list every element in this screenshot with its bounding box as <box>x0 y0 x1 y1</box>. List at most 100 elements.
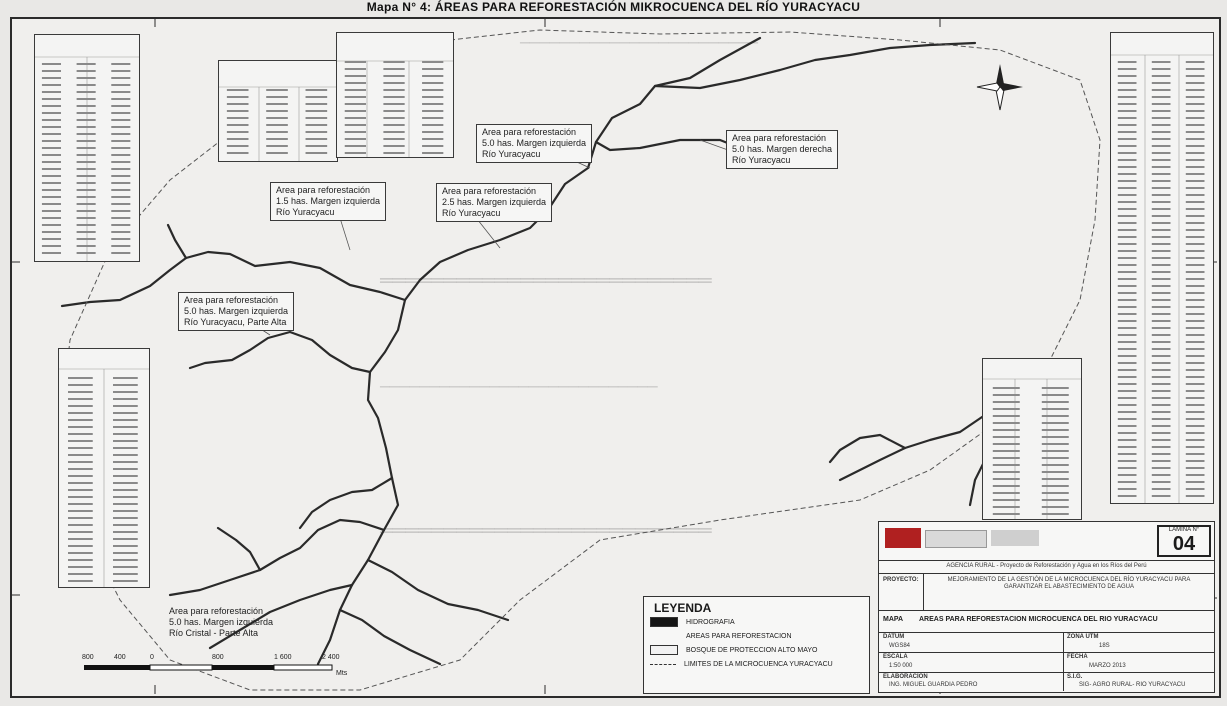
tributary <box>216 526 262 572</box>
table-cell-mark <box>1185 201 1205 203</box>
table-cell-mark <box>1117 467 1137 469</box>
table-cell-mark <box>1185 383 1205 385</box>
table-cell-mark <box>1185 460 1205 462</box>
map-legend: LEYENDA HIDROGRAFIA AREAS PARA REFORESTA… <box>643 596 870 694</box>
table-cell-mark <box>68 377 93 379</box>
table-cell-mark <box>1041 429 1069 431</box>
table-cell-mark <box>305 152 328 154</box>
table-cell-mark <box>111 154 131 156</box>
table-cell-mark <box>68 559 93 561</box>
table-cell-mark <box>422 117 444 119</box>
table-cell-mark <box>1185 299 1205 301</box>
table-cell-mark <box>1117 334 1137 336</box>
table-cell-mark <box>383 75 405 77</box>
table-cell-mark <box>1151 404 1171 406</box>
table-cell-mark <box>1151 138 1171 140</box>
table-cell-mark <box>68 566 93 568</box>
table-cell-mark <box>1151 68 1171 70</box>
table-cell-mark <box>113 489 138 491</box>
table-cell-mark <box>113 517 138 519</box>
table-cell-mark <box>1185 390 1205 392</box>
table-cell-mark <box>111 238 131 240</box>
table-cell-mark <box>113 545 138 547</box>
table-cell-mark <box>1117 432 1137 434</box>
map-label: MAPA <box>883 616 904 623</box>
table-cell-mark <box>1041 415 1069 417</box>
reforestation-callout: Area para reforestación 5.0 has. Margen … <box>476 124 593 163</box>
table-cell-mark <box>113 454 138 456</box>
table-cell-mark <box>1185 215 1205 217</box>
table-cell-mark <box>1185 194 1205 196</box>
table-cell-mark <box>113 510 138 512</box>
legend-swatch <box>650 645 678 655</box>
table-cell-mark <box>992 457 1020 459</box>
table-cell-mark <box>1151 313 1171 315</box>
callout-line: Area para reforestación <box>276 185 371 195</box>
table-cell-mark <box>41 252 61 254</box>
table-cell-mark <box>1151 159 1171 161</box>
table-cell-mark <box>1185 103 1205 105</box>
title-block-header: LAMINA N° 04 <box>879 522 1214 561</box>
table-cell-mark <box>1185 320 1205 322</box>
table-cell-mark <box>266 131 288 133</box>
table-cell-mark <box>68 398 93 400</box>
table-cell-mark <box>1185 467 1205 469</box>
table-cell-mark <box>1117 320 1137 322</box>
scale-label: 2 400 <box>322 654 340 661</box>
table-cell-mark <box>1185 369 1205 371</box>
table-cell-mark <box>422 89 444 91</box>
table-cell-mark <box>113 398 138 400</box>
table-cell-mark <box>1185 117 1205 119</box>
table-cell-mark <box>305 117 328 119</box>
coordinate-table <box>58 348 150 588</box>
table-cell-mark <box>383 82 405 84</box>
table-cell-mark <box>422 75 444 77</box>
table-cell-mark <box>113 573 138 575</box>
table-cell-mark <box>113 482 138 484</box>
table-cell-mark <box>422 138 444 140</box>
callout-line: Río Yuracyacu, Parte Alta <box>184 317 287 327</box>
callout-line: Area para reforestación <box>442 186 537 196</box>
table-cell-mark <box>76 98 96 100</box>
table-cell-mark <box>111 196 131 198</box>
table-cell-mark <box>1117 152 1137 154</box>
table-cell-mark <box>111 140 131 142</box>
table-cell-mark <box>68 412 93 414</box>
table-cell-mark <box>1151 397 1171 399</box>
legend-swatch <box>650 617 678 627</box>
table-cell-mark <box>1151 432 1171 434</box>
table-cell-mark <box>1117 327 1137 329</box>
table-cell-mark <box>76 189 96 191</box>
table-cell-mark <box>111 252 131 254</box>
table-cell-mark <box>422 131 444 133</box>
table-cell-mark <box>1117 481 1137 483</box>
table-cell-mark <box>41 217 61 219</box>
table-cell-mark <box>344 61 366 63</box>
table-cell-mark <box>1151 390 1171 392</box>
tributary <box>338 608 442 666</box>
table-cell-mark <box>1151 173 1171 175</box>
table-cell-mark <box>111 175 131 177</box>
table-cell-mark <box>1151 460 1171 462</box>
table-cell-mark <box>111 91 131 93</box>
table-cell-mark <box>76 182 96 184</box>
table-cell-mark <box>344 124 366 126</box>
main-river <box>316 36 762 666</box>
table-cell-mark <box>1117 82 1137 84</box>
table-cell-mark <box>1185 166 1205 168</box>
table-cell-mark <box>992 429 1020 431</box>
table-cell-mark <box>1151 82 1171 84</box>
table-cell-mark <box>992 478 1020 480</box>
coordinate-table <box>336 32 454 158</box>
table-cell-mark <box>41 105 61 107</box>
tributary <box>188 330 372 374</box>
table-cell-mark <box>344 110 366 112</box>
table-cell-mark <box>383 103 405 105</box>
table-cell-mark <box>76 91 96 93</box>
table-cell-mark <box>68 454 93 456</box>
table-cell-mark <box>68 482 93 484</box>
table-cell-mark <box>1185 418 1205 420</box>
table-cell-mark <box>1117 257 1137 259</box>
table-cell-mark <box>113 496 138 498</box>
table-cell-mark <box>113 419 138 421</box>
